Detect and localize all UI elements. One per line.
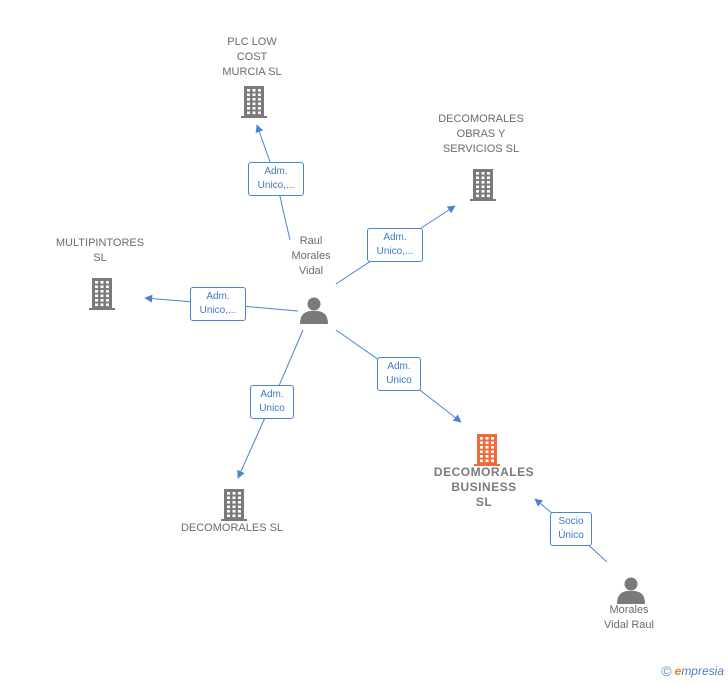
copyright-icon: © bbox=[661, 663, 672, 679]
node-label-business[interactable]: DECOMORALES BUSINESS SL bbox=[433, 465, 535, 509]
node-label-raul[interactable]: Raul Morales Vidal bbox=[291, 235, 331, 277]
watermark: © empresia bbox=[661, 663, 724, 679]
node-label-decosl[interactable]: DECOMORALES SL bbox=[180, 522, 284, 534]
building-icon-decosl[interactable] bbox=[221, 489, 247, 521]
node-label-morales[interactable]: Morales Vidal Raul bbox=[604, 604, 654, 631]
edge-label-raul-decosl[interactable]: Adm. Unico bbox=[250, 385, 294, 419]
edge-label-raul-multi[interactable]: Adm. Unico,... bbox=[190, 287, 246, 321]
node-label-plc[interactable]: PLC LOW COST MURCIA SL bbox=[222, 36, 282, 78]
person-icon-morales[interactable] bbox=[617, 577, 645, 605]
building-icon-business[interactable] bbox=[474, 434, 500, 466]
edge-label-raul-obras[interactable]: Adm. Unico,... bbox=[367, 228, 423, 262]
node-label-multi[interactable]: MULTIPINTORES SL bbox=[55, 237, 145, 264]
edge-label-morales-business[interactable]: Socio Único bbox=[550, 512, 592, 546]
building-icon-multi[interactable] bbox=[89, 278, 115, 310]
brand-logo: empresia bbox=[674, 664, 724, 678]
edge-label-raul-plc[interactable]: Adm. Unico,... bbox=[248, 162, 304, 196]
building-icon-obras[interactable] bbox=[470, 169, 496, 201]
nodes-layer bbox=[89, 86, 645, 604]
edge-label-raul-business[interactable]: Adm. Unico bbox=[377, 357, 421, 391]
person-icon-raul[interactable] bbox=[300, 297, 328, 325]
building-icon-plc[interactable] bbox=[241, 86, 267, 118]
node-label-obras[interactable]: DECOMORALES OBRAS Y SERVICIOS SL bbox=[438, 113, 524, 155]
